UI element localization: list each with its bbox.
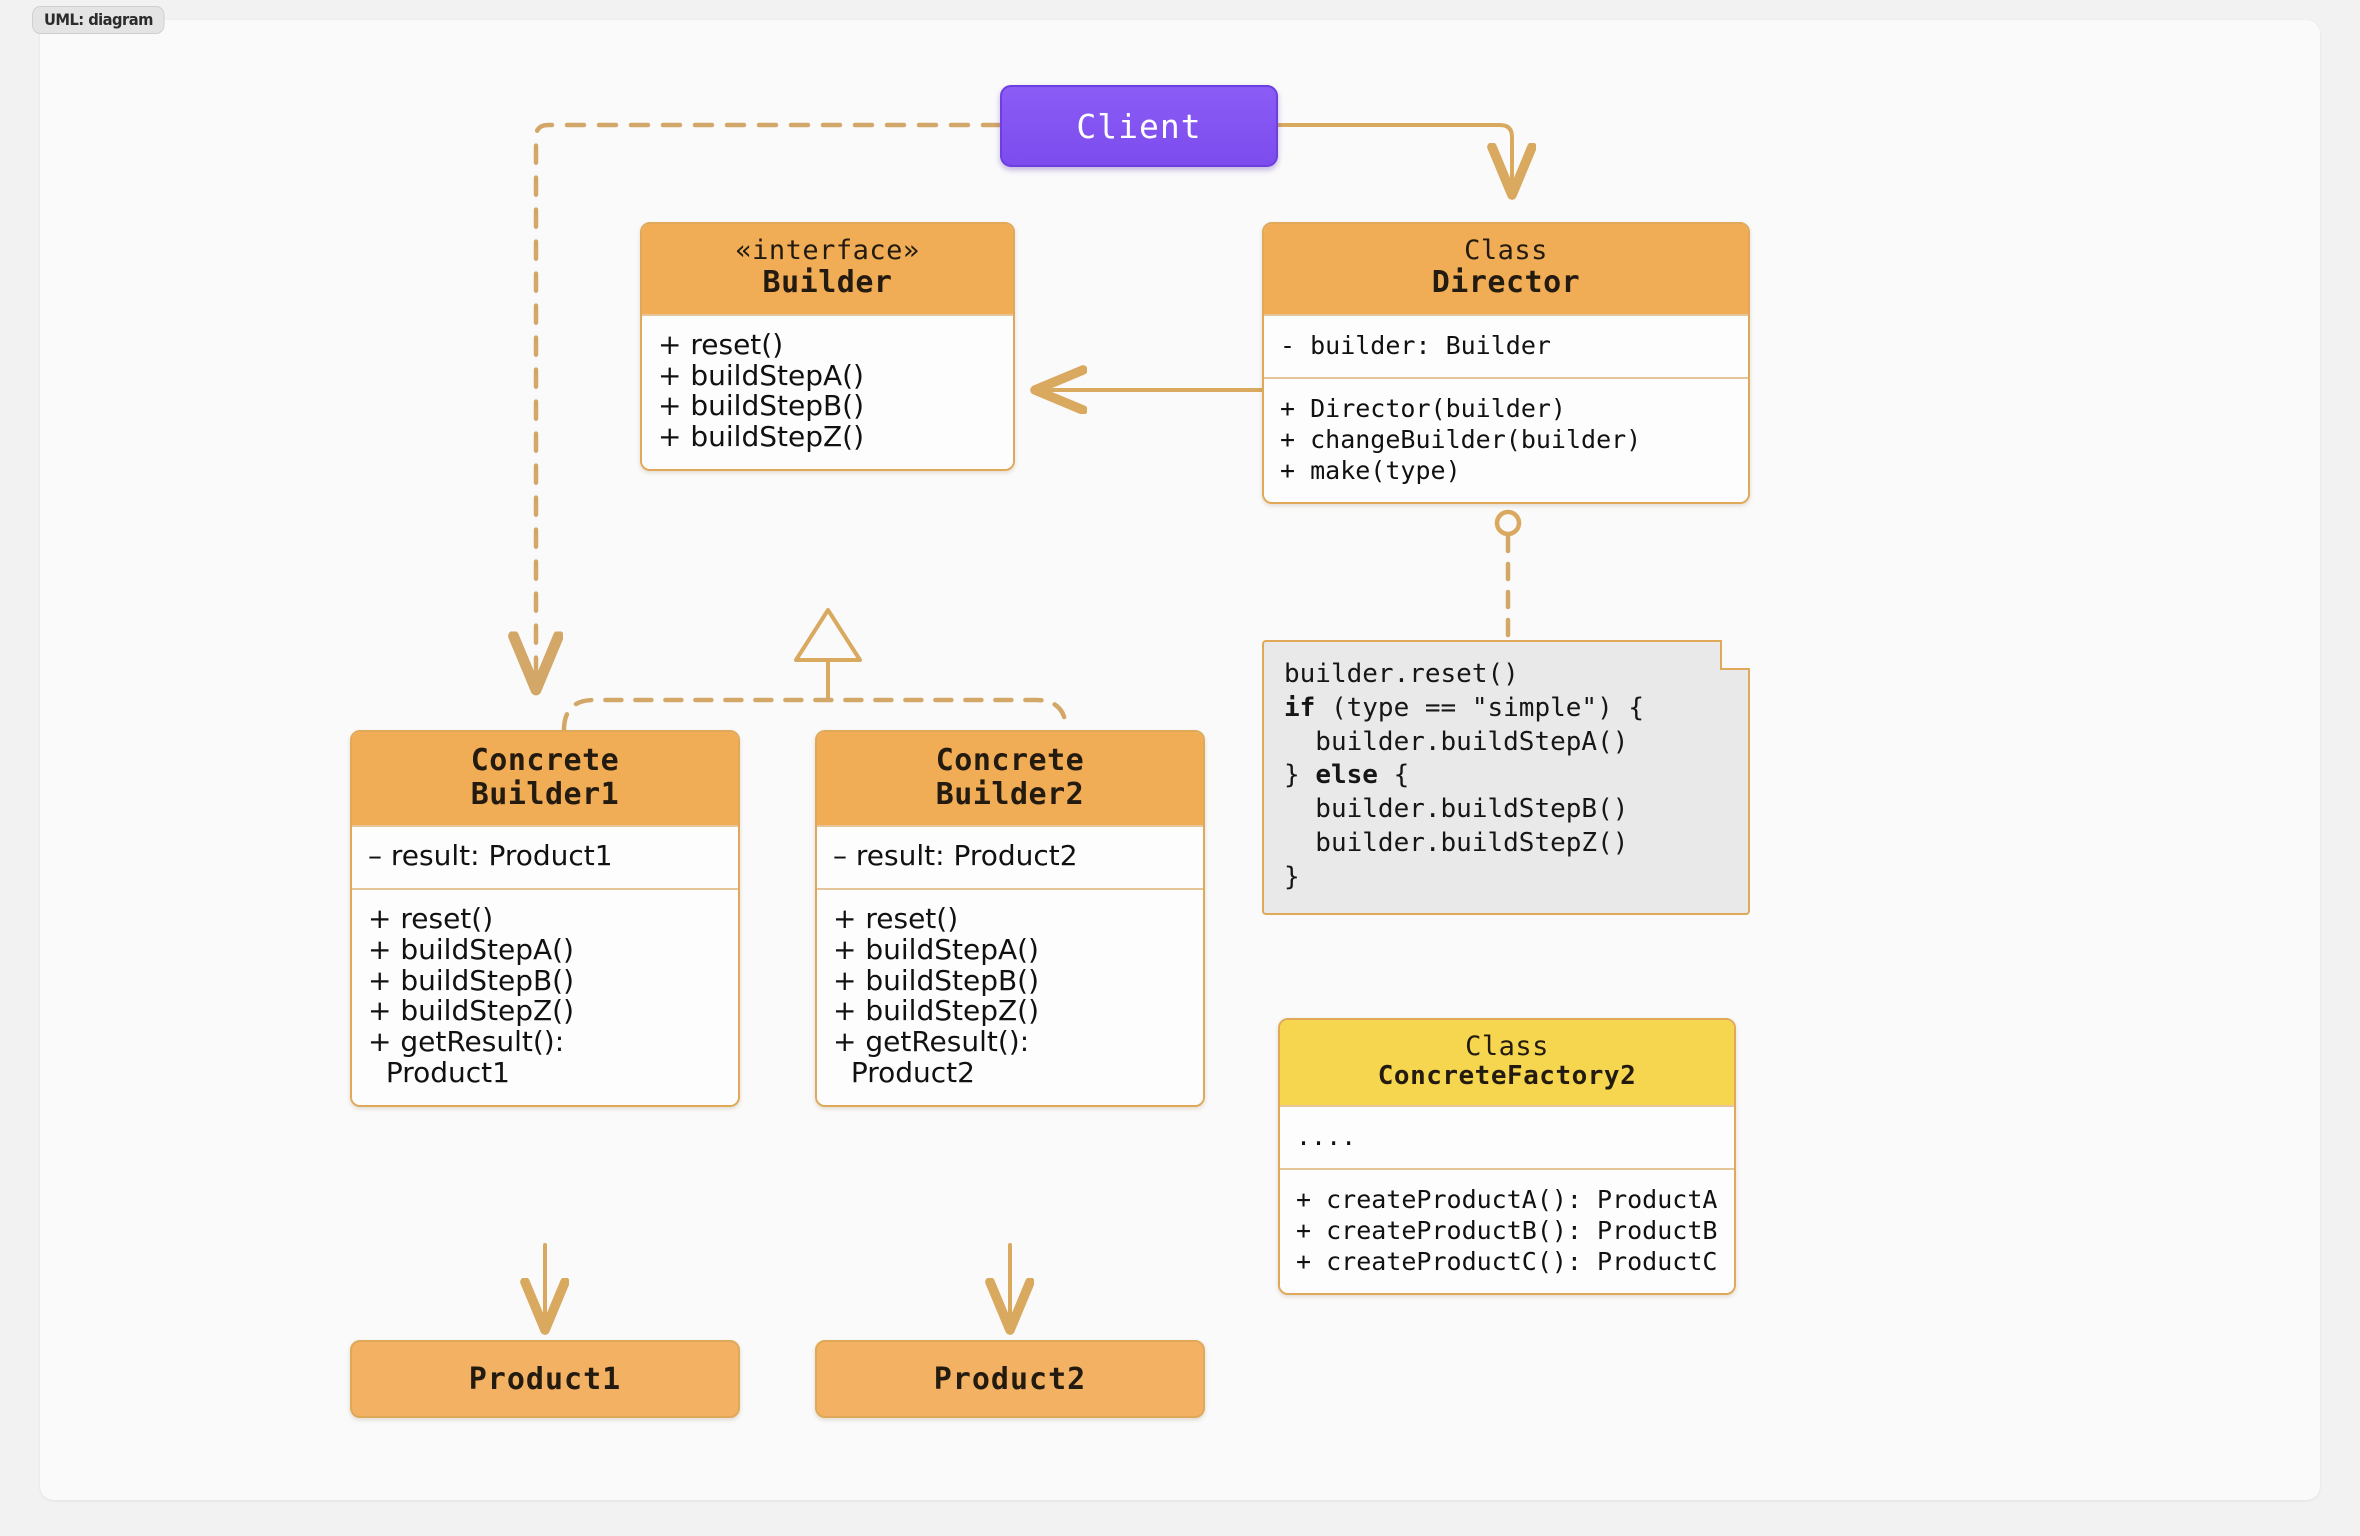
concrete-factory2-header: Class ConcreteFactory2 (1280, 1020, 1734, 1106)
diagram-type-badge: UML: diagram (32, 6, 165, 34)
director-attribute: - builder: Builder (1280, 330, 1551, 360)
product1-label: Product1 (468, 1361, 622, 1397)
node-concrete-builder2[interactable]: Concrete Builder2 – result: Product2 + r… (815, 730, 1205, 1107)
product2-label: Product2 (933, 1361, 1087, 1397)
concrete-builder1-method: + buildStepZ() (368, 994, 574, 1028)
director-methods-section: + Director(builder) + changeBuilder(buil… (1264, 376, 1748, 502)
note-line: builder.buildStepB() (1284, 794, 1629, 825)
realization-branch (561, 697, 1069, 733)
note-line: builder.reset() (1284, 659, 1519, 689)
node-builder-interface[interactable]: «interface» Builder + reset() + buildSte… (640, 222, 1015, 472)
concrete-builder2-attributes-section: – result: Product2 (817, 825, 1203, 888)
note-line: builder.buildStepA() (1284, 726, 1629, 757)
concrete-factory2-name: ConcreteFactory2 (1377, 1061, 1637, 1092)
node-client[interactable]: Client (1000, 85, 1278, 167)
concrete-builder1-header: Concrete Builder1 (352, 732, 738, 826)
concrete-factory2-method: + createProductC(): ProductC (1296, 1247, 1718, 1277)
concrete-builder2-method: + buildStepB() (833, 963, 1040, 997)
concrete-builder1-attribute: – result: Product1 (368, 839, 613, 873)
builder-method: + reset() (658, 327, 784, 361)
concrete-builder1-name-line2: Builder1 (470, 776, 620, 812)
concrete-builder1-method: + reset() (368, 901, 494, 935)
builder-method: + buildStepB() (658, 389, 865, 423)
concrete-builder2-methods-section: + reset() + buildStepA() + buildStepB() … (817, 887, 1203, 1105)
concrete-builder2-name-line2: Builder2 (935, 776, 1085, 812)
builder-name: Builder (762, 265, 893, 301)
note-line: } (1284, 861, 1300, 892)
concrete-factory2-kind: Class (1465, 1031, 1549, 1062)
node-product1[interactable]: Product1 (350, 1340, 740, 1418)
note-make-implementation[interactable]: builder.reset() if (type == "simple") { … (1262, 640, 1750, 915)
director-kind: Class (1464, 235, 1548, 266)
note-line: if (type == "simple") { (1284, 692, 1645, 723)
concrete-builder1-methods-section: + reset() + buildStepA() + buildStepB() … (352, 887, 738, 1105)
concrete-builder1-name-line1: Concrete (470, 743, 620, 778)
concrete-builder2-attribute: – result: Product2 (833, 839, 1078, 873)
note-anchor-circle (1494, 509, 1522, 537)
concrete-factory2-attribute: .... (1296, 1122, 1357, 1152)
concrete-builder2-method: + getResult(): Product2 (833, 1025, 1030, 1089)
builder-method: + buildStepZ() (658, 420, 864, 454)
director-header: Class Director (1264, 224, 1748, 314)
director-method: + make(type) (1280, 455, 1461, 485)
concrete-builder1-method: + getResult(): Product1 (368, 1025, 565, 1089)
director-method: + Director(builder) (1280, 393, 1566, 423)
node-product2[interactable]: Product2 (815, 1340, 1205, 1418)
director-name: Director (1431, 265, 1581, 301)
builder-stereotype: «interface» (735, 235, 920, 266)
node-concrete-factory2[interactable]: Class ConcreteFactory2 .... + createProd… (1278, 1018, 1736, 1296)
realization-triangle (794, 608, 862, 662)
client-label: Client (1076, 106, 1202, 146)
note-fold-corner (1720, 640, 1750, 670)
edge-client-to-director (1276, 123, 1512, 195)
concrete-builder1-method: + buildStepB() (368, 963, 575, 997)
node-concrete-builder1[interactable]: Concrete Builder1 – result: Product1 + r… (350, 730, 740, 1107)
node-director[interactable]: Class Director - builder: Builder + Dire… (1262, 222, 1750, 504)
builder-header: «interface» Builder (642, 224, 1013, 314)
concrete-builder2-header: Concrete Builder2 (817, 732, 1203, 826)
concrete-builder1-method: + buildStepA() (368, 932, 574, 966)
builder-method: + buildStepA() (658, 358, 864, 392)
concrete-builder1-attributes-section: – result: Product1 (352, 825, 738, 888)
director-attributes-section: - builder: Builder (1264, 313, 1748, 377)
concrete-builder2-name-line1: Concrete (935, 743, 1085, 778)
concrete-builder2-method: + buildStepA() (833, 932, 1039, 966)
concrete-builder2-method: + buildStepZ() (833, 994, 1039, 1028)
concrete-factory2-method: + createProductA(): ProductA (1296, 1185, 1718, 1215)
concrete-factory2-method: + createProductB(): ProductB (1296, 1216, 1718, 1246)
concrete-builder2-method: + reset() (833, 901, 959, 935)
note-line: } else { (1284, 760, 1410, 791)
director-method: + changeBuilder(builder) (1280, 424, 1642, 454)
concrete-factory2-attributes-section: .... (1280, 1105, 1734, 1169)
note-line: builder.buildStepZ() (1284, 827, 1629, 858)
concrete-factory2-methods-section: + createProductA(): ProductA + createPro… (1280, 1168, 1734, 1294)
builder-methods-section: + reset() + buildStepA() + buildStepB() … (642, 313, 1013, 470)
